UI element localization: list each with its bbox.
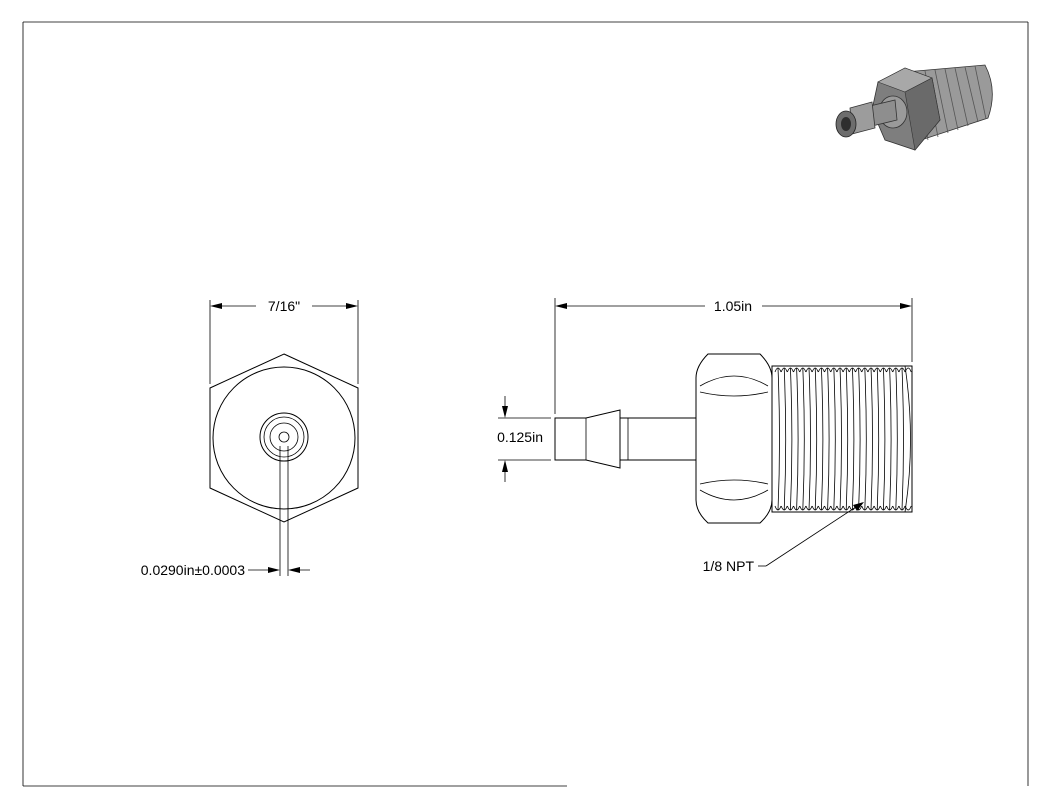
barb-diameter-dimension: 0.125in [497, 396, 551, 482]
thread-tooth-top [824, 367, 831, 373]
thread-tooth-top [886, 367, 893, 373]
thread-tooth-bottom [780, 505, 788, 511]
thread-tooth-bottom [880, 505, 887, 511]
thread-tooth-bottom [830, 505, 838, 511]
thread-tooth-bottom [892, 505, 900, 511]
thread-crest [870, 367, 873, 511]
thread-tooth-bottom [873, 505, 881, 511]
thread-tooth-top [811, 367, 819, 373]
thread-crest [827, 367, 830, 511]
thread-tooth-top [805, 367, 813, 373]
thread-crest [802, 367, 805, 511]
thread-crest [852, 367, 855, 511]
thread-crest [777, 367, 780, 511]
thread-crest [833, 367, 836, 511]
thread-tooth-bottom [793, 505, 800, 511]
thread-tooth-top [873, 367, 881, 373]
thread-tooth-top [774, 367, 782, 373]
barb-diameter-label: 0.125in [497, 429, 543, 445]
thread-tooth-top [861, 367, 869, 373]
fitting-side-view [554, 353, 913, 524]
thread-tooth-bottom [818, 505, 825, 511]
thread-crest [796, 367, 799, 511]
thread-crest [790, 367, 793, 511]
thread-tooth-top [799, 367, 807, 373]
thread-tooth-top [855, 367, 862, 373]
thread-tooth-top [849, 367, 856, 373]
thread-tooth-top [830, 367, 838, 373]
thread-tooth-top [867, 367, 875, 373]
thread-crest [876, 367, 880, 511]
overall-length-dimension: 1.05in [554, 298, 913, 414]
thread-crest [821, 367, 824, 511]
thread-tooth-bottom [861, 505, 869, 511]
thread-crest [883, 367, 886, 511]
thread-crest [839, 367, 842, 511]
thread-tooth-top [836, 367, 844, 373]
thread-callout: 1/8 NPT [703, 502, 864, 574]
thread-tooth-bottom [799, 505, 807, 511]
thread-crest [858, 367, 861, 511]
orifice-label: 0.0290in±0.0003 [141, 562, 245, 578]
thread-lines [774, 367, 912, 511]
thread-tooth-top [780, 367, 788, 373]
thread-tooth-bottom [787, 505, 794, 511]
thread-crest [783, 367, 787, 511]
thread-tooth-top [793, 367, 800, 373]
hex-end-view [209, 300, 359, 576]
thread-crest [895, 367, 898, 511]
thread-tooth-bottom [774, 505, 782, 511]
thread-tooth-bottom [836, 505, 844, 511]
thread-tooth-top [880, 367, 887, 373]
drawing-border [22, 21, 1029, 787]
thread-tooth-bottom [811, 505, 819, 511]
thread-tooth-top [787, 367, 794, 373]
thread-crest [808, 367, 811, 511]
thread-tooth-bottom [898, 505, 906, 511]
thread-crest [889, 367, 892, 511]
hex-width-label: 7/16" [268, 298, 300, 314]
thread-crest [845, 367, 849, 511]
thread-tooth-top [842, 367, 850, 373]
thread-callout-label: 1/8 NPT [703, 558, 755, 574]
thread-crest [814, 367, 818, 511]
overall-length-label: 1.05in [714, 298, 752, 314]
thread-tooth-top [892, 367, 900, 373]
orifice-dimension: 0.0290in±0.0003 [141, 562, 310, 578]
thread-tooth-top [898, 367, 906, 373]
thread-tooth-bottom [824, 505, 831, 511]
thread-tooth-bottom [805, 505, 813, 511]
isometric-render [835, 64, 993, 151]
thread-tooth-top [818, 367, 825, 373]
thread-tooth-bottom [842, 505, 850, 511]
hex-width-dimension: 7/16" [210, 298, 358, 314]
thread-tooth-bottom [867, 505, 875, 511]
thread-tooth-bottom [886, 505, 893, 511]
thread-crest [901, 367, 904, 511]
thread-crest [864, 367, 867, 511]
